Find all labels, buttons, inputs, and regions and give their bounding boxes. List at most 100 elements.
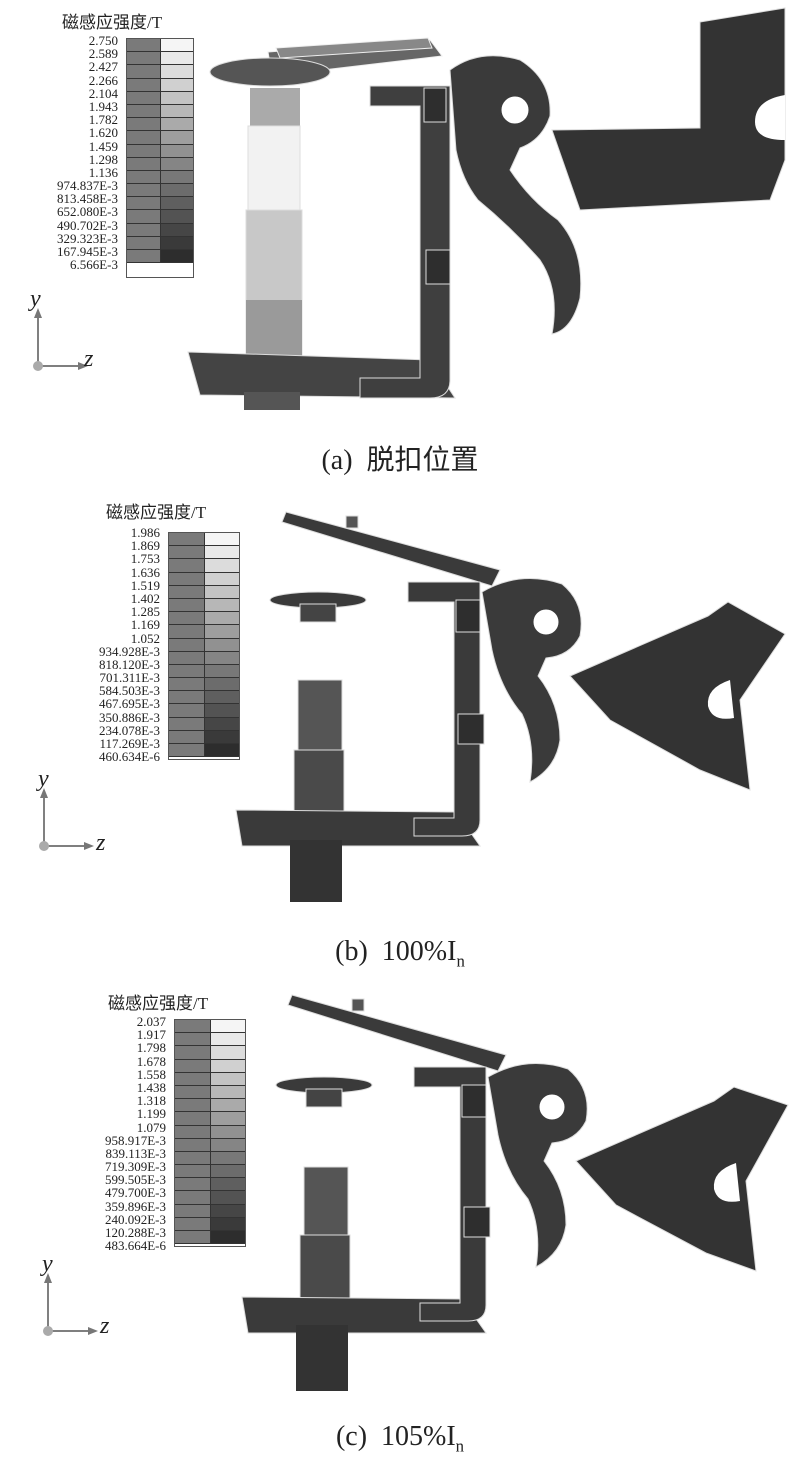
legend-band [127,250,193,264]
legend-band [169,612,239,626]
legend-band-swatch-left [169,572,205,585]
legend-values: 1.986 1.869 1.753 1.636 1.519 1.402 1.28… [60,526,160,764]
legend-value: 2.589 [88,46,118,62]
yoke-block-2 [425,249,451,285]
legend-value: 1.079 [136,1119,166,1135]
legend-band-swatch [210,1231,245,1244]
axis-label-y: y [42,1251,53,1277]
legend-value: 1.636 [130,564,160,580]
legend-band [175,1125,245,1139]
legend-values: 2.750 2.589 2.427 2.266 2.104 1.943 1.78… [20,34,118,272]
axis-label-y: y [38,766,49,792]
legend-band [175,1178,245,1192]
legend-band [169,717,239,731]
legend-band-swatch [210,1072,245,1085]
legend-value: 359.896E-3 [104,1198,166,1214]
legend-band-swatch [210,1125,245,1138]
legend-band-swatch-left [175,1112,211,1125]
legend-band-swatch [160,104,193,118]
legend-value: 1.798 [136,1040,166,1056]
legend-band-swatch-left [169,678,205,691]
legend-band-swatch [160,184,193,197]
legend-value: 1.620 [88,125,118,141]
legend-band [127,118,193,132]
legend-band-swatch-left [175,1099,211,1112]
legend-band-swatch [160,131,193,144]
latch-pivot [536,1091,568,1123]
legend-band-swatch-left [127,250,161,263]
legend-band-swatch-left [169,704,205,717]
mechanism-105-percent [241,994,789,1391]
axes-arrows [33,308,88,371]
legend-band-swatch [204,533,239,546]
legend-band-swatch [204,730,239,743]
caption-a: (a) 脱扣位置 [0,438,800,478]
legend-band [169,730,239,744]
legend-band-swatch [160,223,193,236]
legend-value: 479.700E-3 [104,1185,166,1201]
top-disc-hub [305,1088,343,1108]
legend-band [175,1191,245,1205]
legend-band-swatch [204,704,239,717]
legend-band-swatch [210,1033,245,1046]
legend-band-swatch [204,717,239,730]
legend-band [175,1033,245,1047]
legend-band [169,638,239,652]
legend-band [169,625,239,639]
legend-value: 1.318 [136,1093,166,1109]
caption-subscript: n [455,1436,465,1456]
legend-band-swatch [210,1099,245,1112]
legend-band [127,131,193,145]
axis-label-y: y [30,286,41,312]
axes-arrows [39,788,94,851]
legend-band-swatch-left [169,651,205,664]
caption-b: (b) 100%In [0,936,800,972]
legend-band [169,678,239,692]
legend-band [175,1204,245,1218]
legend-value: 167.945E-3 [56,244,118,259]
legend-band [169,585,239,599]
yoke-block-1 [455,599,481,633]
plunger-upper [297,679,343,751]
legend-values: 2.037 1.917 1.798 1.678 1.558 1.438 1.31… [66,1015,166,1254]
legend-band-swatch-left [169,744,205,757]
legend-band [175,1165,245,1179]
legend-band [127,223,193,237]
legend-band-swatch [210,1085,245,1099]
legend-band-swatch-left [127,39,161,52]
legend-band-swatch-left [175,1020,211,1033]
legend-band-swatch [210,1059,245,1072]
legend-band-swatch [160,118,193,131]
legend-band-swatch [210,1138,245,1151]
plunger-top [250,88,300,126]
legend-color-bar [168,532,240,760]
legend-band [175,1151,245,1166]
legend-band [127,104,193,119]
legend-band-swatch [210,1178,245,1191]
legend-value: 483.664E-6 [104,1238,166,1254]
trip-lever [551,7,786,211]
legend-band-swatch [210,1046,245,1059]
latch-arm [449,55,582,335]
legend-value: 839.113E-3 [105,1145,166,1161]
legend-value: 974.837E-3 [56,178,118,194]
latch-pivot [530,606,562,638]
legend-value: 652.080E-3 [56,204,118,220]
legend-title: 磁感应强度/T [106,503,207,522]
legend-band [175,1046,245,1060]
legend-band-swatch-left [175,1231,211,1244]
legend-band-swatch-left [169,664,205,678]
legend-band-swatch-left [127,223,161,236]
legend-band-swatch [204,638,239,651]
legend-color-bar [174,1019,246,1247]
legend-band-swatch-left [169,717,205,730]
legend-band [175,1085,245,1100]
legend-band-swatch-left [175,1151,211,1165]
legend-band [175,1099,245,1113]
legend-value: 117.269E-3 [99,736,160,751]
legend-band [175,1072,245,1086]
legend-band [169,572,239,586]
legend-band-swatch-left [127,197,161,210]
legend-value: 1.285 [130,604,160,620]
legend-band-swatch-left [127,91,161,104]
